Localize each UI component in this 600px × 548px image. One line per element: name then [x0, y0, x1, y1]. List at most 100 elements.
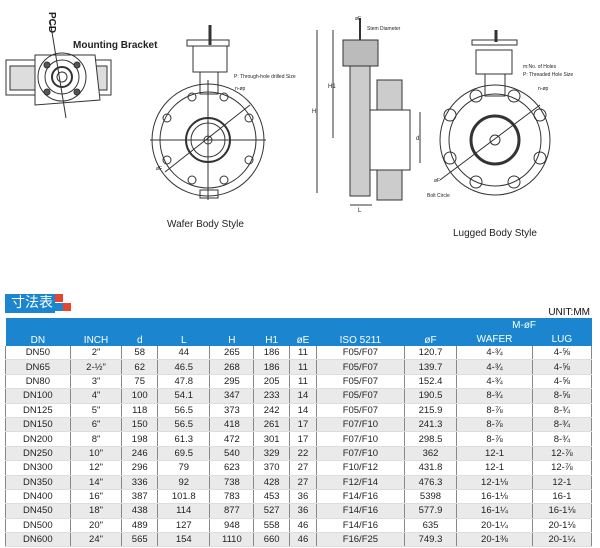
- table-cell: DN600: [5, 532, 71, 548]
- table-cell: 150: [121, 417, 159, 433]
- col-oe: øE: [289, 318, 317, 346]
- table-cell: F05/F07: [315, 403, 405, 418]
- table-cell: 17: [288, 417, 317, 433]
- table-cell: 12-⅞: [531, 460, 593, 476]
- bolt-circle-label: Bolt Circle: [427, 193, 450, 199]
- table-cell: 198: [121, 431, 159, 447]
- table-cell: 22: [288, 446, 317, 462]
- table-cell: 329: [253, 446, 290, 462]
- table-cell: 660: [253, 532, 290, 548]
- table-cell: 61.3: [157, 431, 211, 447]
- table-cell: 215.9: [403, 403, 458, 418]
- table-cell: 336: [121, 475, 159, 490]
- table-cell: 370: [253, 460, 290, 476]
- table-cell: 58: [121, 346, 159, 361]
- table-cell: 387: [121, 489, 159, 505]
- table-cell: 190.5: [403, 388, 458, 404]
- table-cell: 1110: [209, 532, 255, 548]
- col-group-m-of: M-øF: [456, 318, 592, 332]
- col-d: d: [121, 318, 158, 346]
- table-cell: 56.5: [157, 417, 211, 433]
- table-cell: 527: [253, 503, 290, 519]
- table-cell: 2": [69, 346, 123, 361]
- table-cell: 4-⅝: [531, 346, 593, 361]
- col-h: H: [209, 318, 254, 346]
- table-cell: 4-⅝: [531, 374, 593, 390]
- table-cell: 623: [209, 460, 255, 476]
- table-cell: 27: [288, 475, 317, 490]
- table-cell: 47.8: [157, 374, 211, 390]
- table-cell: 2-½": [69, 359, 123, 375]
- table-cell: DN150: [5, 417, 71, 433]
- decor-square: [63, 303, 71, 311]
- col-lug: LUG: [532, 332, 592, 346]
- table-cell: 152.4: [403, 374, 458, 390]
- table-cell: 75: [121, 374, 159, 390]
- table-cell: 438: [121, 503, 159, 519]
- table-cell: F14/F16: [315, 503, 405, 519]
- col-inch: INCH: [70, 318, 122, 346]
- wafer-n-label: n-øp: [235, 86, 246, 92]
- table-cell: 738: [209, 475, 255, 490]
- decor-square: [55, 294, 63, 302]
- table-cell: 565: [121, 532, 159, 548]
- table-cell: 14": [69, 475, 123, 490]
- table-cell: 347: [209, 388, 255, 404]
- table-cell: 4-¾: [456, 346, 533, 361]
- table-cell: F05/F07: [315, 359, 405, 375]
- table-cell: 5398: [403, 489, 458, 505]
- table-cell: DN300: [5, 460, 71, 476]
- wafer-p-label: P: Through-hole drilled Size: [234, 74, 296, 80]
- table-cell: 877: [209, 503, 255, 519]
- table-cell: 20-1⅜: [456, 532, 533, 548]
- col-iso: ISO 5211: [316, 318, 405, 346]
- table-cell: 54.1: [157, 388, 211, 404]
- table-cell: 948: [209, 518, 255, 534]
- decor-square: [55, 303, 63, 311]
- l-label: L: [358, 208, 362, 214]
- unit-label: UNIT:MM: [548, 307, 590, 318]
- table-cell: F05/F07: [315, 374, 405, 390]
- table-cell: 4": [69, 388, 123, 404]
- table-cell: 301: [253, 431, 290, 447]
- table-cell: 6": [69, 417, 123, 433]
- table-cell: 5": [69, 403, 123, 418]
- lugged-of-label: øF: [434, 178, 440, 184]
- table-cell: F10/F12: [315, 460, 405, 476]
- col-wafer: WAFER: [456, 332, 533, 346]
- table-cell: 14: [288, 403, 317, 418]
- table-cell: 295: [209, 374, 255, 390]
- table-title: 寸法表: [5, 294, 55, 313]
- table-cell: 8-¾: [456, 388, 533, 404]
- table-cell: F14/F16: [315, 489, 405, 505]
- stem-diameter-label: Stem Diameter: [367, 26, 401, 32]
- table-cell: 101.8: [157, 489, 211, 505]
- wafer-body-drawing: P: Through-hole drilled Size n-øp øF Waf…: [150, 25, 296, 230]
- table-cell: 154: [157, 532, 211, 548]
- table-cell: 114: [157, 503, 211, 519]
- table-cell: 635: [403, 518, 458, 534]
- table-cell: 20-1¼: [531, 532, 593, 548]
- table-cell: 8-⅝: [531, 388, 593, 404]
- table-cell: 11: [288, 374, 317, 390]
- table-cell: F05/F07: [315, 346, 405, 361]
- table-cell: 186: [253, 346, 290, 361]
- table-cell: 100: [121, 388, 159, 404]
- mounting-bracket-drawing: PCD Mounting Bracket: [5, 12, 158, 119]
- table-cell: 79: [157, 460, 211, 476]
- table-cell: 558: [253, 518, 290, 534]
- wafer-caption: Wafer Body Style: [167, 219, 244, 230]
- table-cell: 12": [69, 460, 123, 476]
- table-cell: 577.9: [403, 503, 458, 519]
- table-cell: F16/F25: [315, 532, 405, 548]
